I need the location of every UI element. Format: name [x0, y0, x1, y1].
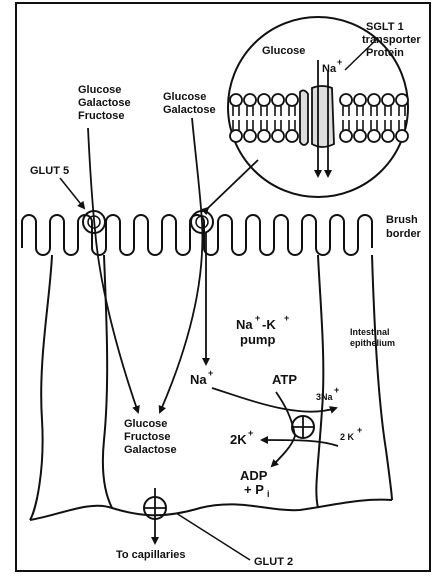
- label-bottom-glucose: Glucose: [124, 418, 167, 430]
- inset-pointer: [208, 160, 258, 208]
- cell-wall-left: [30, 255, 52, 520]
- brush-border-membrane: [22, 215, 372, 255]
- label-adp: ADP: [240, 468, 268, 483]
- label-pump-k-sup: +: [284, 313, 289, 323]
- label-protein: Protein: [366, 47, 404, 59]
- label-na-in-sup: +: [208, 368, 213, 378]
- label-pump-na: Na: [236, 317, 253, 332]
- label-intestinal: Intestinal: [350, 327, 390, 337]
- basolateral-membrane: [30, 500, 392, 520]
- label-inset-glucose: Glucose: [262, 45, 305, 57]
- label-glut5: GLUT 5: [30, 165, 69, 177]
- label-left-glucose: Glucose: [78, 84, 121, 96]
- label-glut2: GLUT 2: [254, 556, 293, 568]
- label-inset-na: Na: [322, 63, 337, 75]
- label-na-in: Na: [190, 372, 207, 387]
- label-pi-sub: i: [267, 489, 270, 499]
- label-2k-left-sup: +: [248, 428, 253, 438]
- label-left-fructose: Fructose: [78, 110, 124, 122]
- label-border: border: [386, 228, 422, 240]
- glut2-pointer: [176, 513, 250, 560]
- label-3na-sup: +: [334, 385, 339, 395]
- label-left-galactose: Galactose: [78, 97, 131, 109]
- label-3na: 3Na: [316, 392, 334, 402]
- label-atp: ATP: [272, 372, 297, 387]
- label-pi: + P: [244, 482, 264, 497]
- label-transporter: transporter: [362, 34, 421, 46]
- label-bottom-fructose: Fructose: [124, 431, 170, 443]
- label-bottom-galactose: Galactose: [124, 444, 177, 456]
- label-pump-na-sup: +: [255, 313, 260, 323]
- label-inset-na-sup: +: [337, 57, 342, 67]
- label-epithelium: epithelium: [350, 338, 395, 348]
- cell-wall-right: [372, 255, 392, 500]
- k-in-arrow: [262, 440, 338, 446]
- label-2k-left: 2K: [230, 432, 247, 447]
- label-to-capillaries: To capillaries: [116, 549, 186, 561]
- label-mid-glucose: Glucose: [163, 91, 206, 103]
- label-2k-right-sup: +: [357, 425, 362, 435]
- label-pump-k: -K: [262, 317, 276, 332]
- label-2k-right: 2 K: [340, 432, 355, 442]
- left-sugars-arrow: [88, 128, 138, 412]
- label-brush: Brush: [386, 214, 418, 226]
- label-sglt1: SGLT 1: [366, 21, 404, 33]
- mid-sugars-arrow: [160, 118, 202, 412]
- label-pump: pump: [240, 332, 275, 347]
- label-mid-galactose: Galactose: [163, 104, 216, 116]
- cell-wall-center-right: [316, 255, 323, 508]
- glut5-pointer: [60, 178, 84, 208]
